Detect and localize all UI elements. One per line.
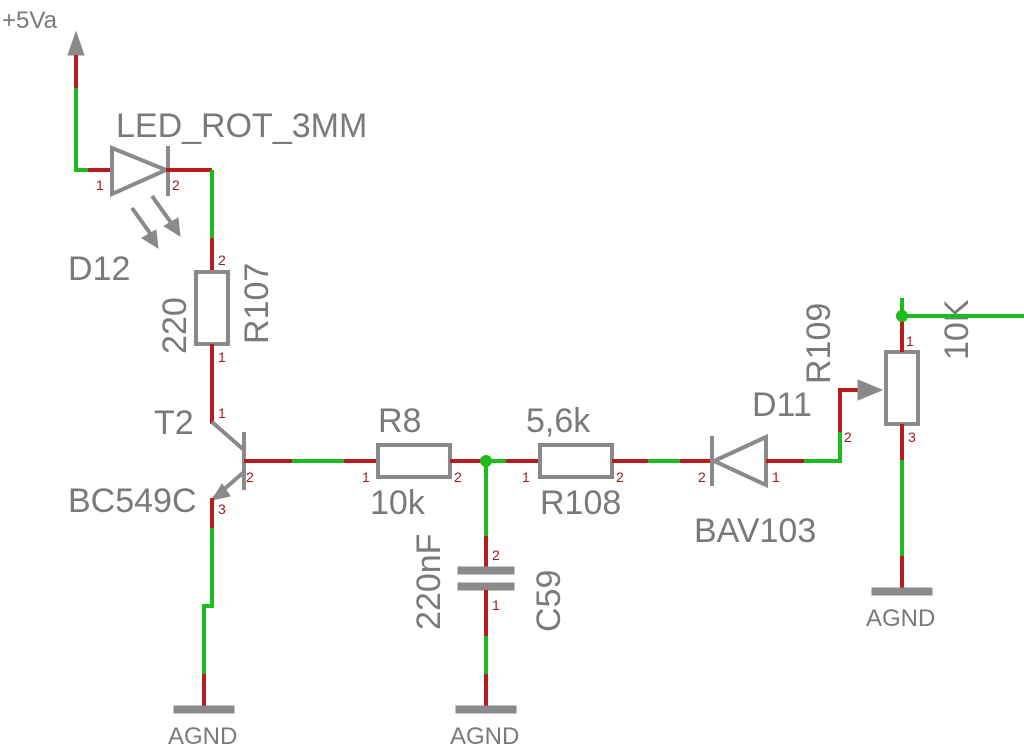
svg-text:1: 1 bbox=[96, 177, 104, 193]
svg-text:1: 1 bbox=[522, 469, 530, 485]
led-ref: D12 bbox=[68, 250, 130, 288]
supply-label: +5Va bbox=[2, 7, 58, 34]
svg-text:1: 1 bbox=[362, 469, 370, 485]
r108-body bbox=[538, 443, 614, 479]
c59-value: 220nF bbox=[410, 534, 448, 630]
diode-d11: 2 1 D11 BAV103 bbox=[680, 386, 816, 550]
svg-text:2: 2 bbox=[698, 469, 706, 485]
led-triangle bbox=[110, 145, 172, 198]
svg-text:2: 2 bbox=[172, 177, 180, 193]
ground-2-bar bbox=[455, 705, 517, 714]
ground-1-bar bbox=[173, 705, 235, 714]
svg-text:1: 1 bbox=[492, 597, 500, 613]
ground-3-bar bbox=[871, 587, 933, 596]
supply-arrow-icon bbox=[67, 30, 85, 56]
ground-3: AGND bbox=[866, 556, 935, 632]
resistor-r108: 1 2 5,6k R108 bbox=[506, 402, 650, 522]
svg-text:1: 1 bbox=[218, 349, 226, 365]
r107-value: 220 bbox=[156, 297, 194, 354]
r8-ref: R8 bbox=[378, 402, 421, 440]
ground-2: AGND bbox=[450, 674, 519, 750]
ground-1-label: AGND bbox=[168, 723, 237, 750]
capacitor-c59: 2 1 220nF C59 bbox=[410, 534, 568, 638]
r108-ref: R108 bbox=[540, 484, 621, 522]
svg-text:2: 2 bbox=[844, 429, 852, 445]
transistor-t2: 1 2 3 T2 BC549C bbox=[68, 378, 294, 530]
svg-text:2: 2 bbox=[492, 547, 500, 563]
light-emission-icon bbox=[130, 194, 181, 249]
svg-text:1: 1 bbox=[772, 469, 780, 485]
r8-body bbox=[376, 443, 452, 479]
svg-text:1: 1 bbox=[218, 405, 226, 421]
svg-text:2: 2 bbox=[454, 469, 462, 485]
t2-emitter-arrow-icon bbox=[210, 483, 231, 501]
r109-ref: R109 bbox=[800, 303, 838, 384]
ground-1: AGND bbox=[168, 674, 237, 750]
r109-value: 10K bbox=[938, 299, 976, 360]
svg-text:1: 1 bbox=[906, 333, 914, 349]
c59-ref: C59 bbox=[530, 570, 568, 632]
c59-plate-top bbox=[457, 566, 515, 575]
d11-value: BAV103 bbox=[694, 512, 816, 550]
svg-text:2: 2 bbox=[616, 469, 624, 485]
svg-text:2: 2 bbox=[246, 469, 254, 485]
r109-wiper-arrow-icon bbox=[857, 379, 884, 401]
ground-2-label: AGND bbox=[450, 723, 519, 750]
r107-ref: R107 bbox=[238, 263, 276, 344]
t2-value: BC549C bbox=[68, 482, 197, 520]
r107-body bbox=[194, 270, 230, 346]
r109-body bbox=[884, 350, 920, 426]
d11-ref: D11 bbox=[752, 386, 812, 424]
svg-text:3: 3 bbox=[908, 429, 916, 445]
svg-text:2: 2 bbox=[218, 252, 226, 268]
t2-collector bbox=[210, 420, 246, 452]
junction-node-2 bbox=[896, 310, 908, 322]
led-value: LED_ROT_3MM bbox=[116, 107, 367, 145]
c59-plate-bottom bbox=[457, 582, 515, 591]
d11-triangle bbox=[709, 433, 768, 489]
ground-3-label: AGND bbox=[866, 605, 935, 632]
supply-5va: +5Va bbox=[2, 7, 85, 172]
resistor-r107: 2 1 220 R107 bbox=[156, 238, 276, 380]
potentiometer-r109: 1 2 3 R109 10K bbox=[800, 299, 976, 462]
r109-wiper-lead bbox=[838, 388, 860, 432]
svg-text:3: 3 bbox=[218, 501, 226, 517]
resistor-r8: 1 2 R8 10k bbox=[344, 402, 486, 522]
r8-value: 10k bbox=[370, 484, 426, 522]
wire-t2-gnd bbox=[202, 528, 214, 676]
wire-d11-r109 bbox=[804, 430, 842, 463]
led-d12: 1 2 LED_ROT_3MM D12 bbox=[68, 107, 367, 288]
r108-value: 5,6k bbox=[526, 402, 591, 440]
t2-ref: T2 bbox=[154, 404, 194, 442]
